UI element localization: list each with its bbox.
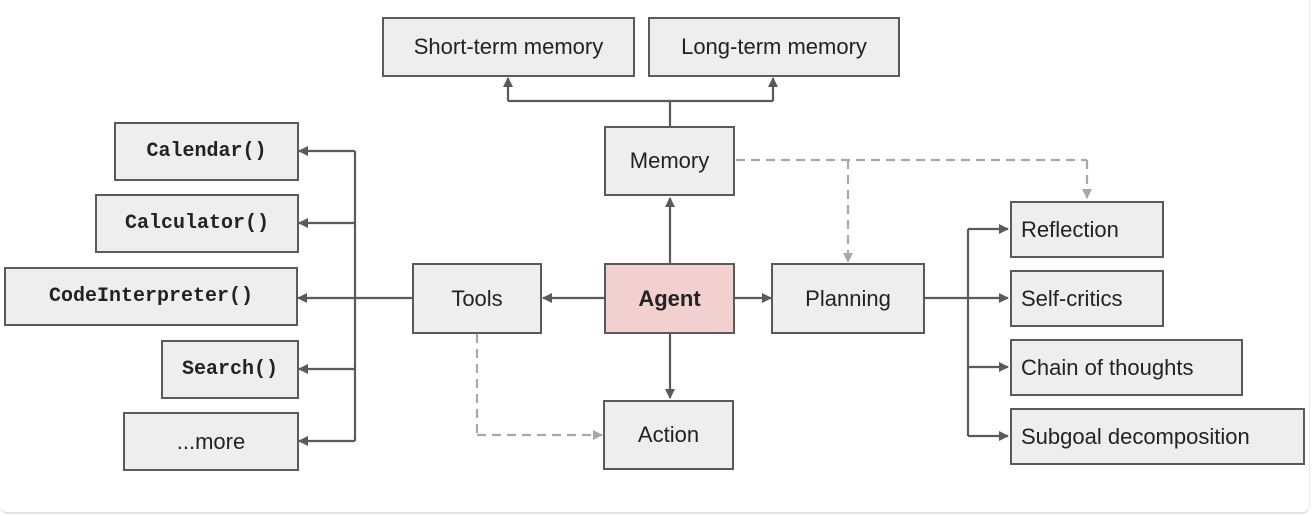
search-tool-node: Search(): [161, 340, 299, 399]
short-term-memory-node: Short-term memory: [382, 17, 635, 77]
self-critics-node: Self-critics: [1010, 270, 1164, 327]
more-tools-node: ...more: [123, 412, 299, 471]
long-term-memory-node: Long-term memory: [648, 17, 900, 77]
reflection-node: Reflection: [1010, 201, 1164, 258]
tools-node: Tools: [412, 263, 542, 334]
calculator-tool-node: Calculator(): [95, 194, 299, 253]
calendar-tool-node: Calendar(): [114, 122, 299, 181]
action-node: Action: [603, 400, 734, 470]
subgoal-decomposition-node: Subgoal decomposition: [1010, 408, 1305, 465]
code-interpreter-tool-node: CodeInterpreter(): [4, 267, 298, 326]
planning-node: Planning: [771, 263, 925, 334]
agent-node: Agent: [604, 263, 735, 334]
memory-node: Memory: [604, 126, 735, 196]
chain-of-thoughts-node: Chain of thoughts: [1010, 339, 1243, 396]
